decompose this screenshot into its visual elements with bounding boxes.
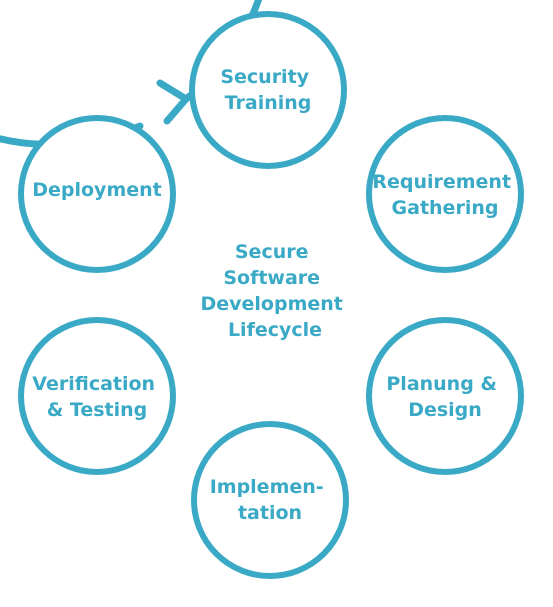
center-title: Secure Software Development Lifecycle [200,241,349,341]
node-label-line: Gathering [392,197,499,219]
node-label: Implemen- tation [210,476,331,524]
node-label-line: tation [238,502,302,524]
node-verification-testing: Verification & Testing [18,317,176,475]
node-circle [189,11,347,169]
node-deployment: Deployment [18,115,176,273]
node-circle [18,115,176,273]
node-label: Planung & Design [386,373,503,421]
node-label-line: Security [220,66,309,88]
node-label-line: Verification [32,373,155,395]
node-implementation: Implemen- tation [191,421,349,579]
center-title-line: Lifecycle [228,319,322,341]
node-label: Verification & Testing [32,373,161,421]
center-title-line: Secure [235,241,309,263]
node-label-line: & Testing [47,399,148,421]
node-label-line: Training [225,92,312,114]
node-planung-design: Planung & Design [366,317,524,475]
node-label-line: Planung & [386,373,497,395]
node-circle [366,317,524,475]
node-circle [18,317,176,475]
center-title-line: Development [200,293,342,315]
lifecycle-ring [0,0,263,148]
cycle-arrowhead-icon [156,79,190,125]
node-circle [366,115,524,273]
center-title-line: Software [223,267,320,289]
node-label-line: Implemen- [210,476,324,498]
node-label-line: Design [408,399,482,421]
node-requirement-gathering: Requirement Gathering [366,115,524,273]
node-label-line: Deployment [32,179,162,201]
node-label: Requirement Gathering [372,171,517,219]
node-security-training: Security Training [189,11,347,169]
node-label: Deployment [32,179,162,201]
node-label: Security Training [220,66,315,114]
node-circle [191,421,349,579]
node-label-line: Requirement [372,171,511,193]
